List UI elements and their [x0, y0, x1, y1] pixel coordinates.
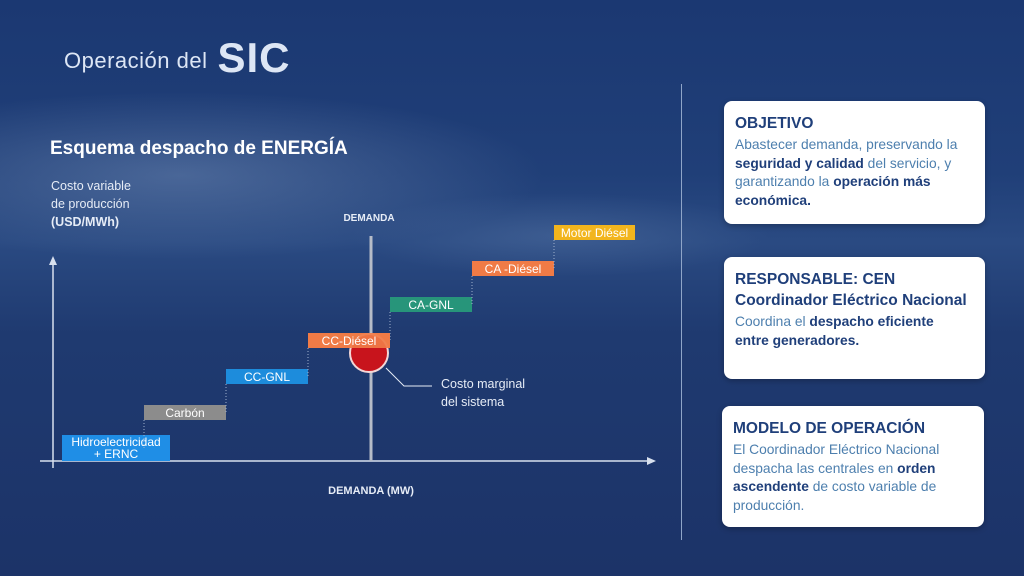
y-axis-label-line-2: de producción [51, 197, 130, 211]
card-body-text: El Coordinador Eléctrico Nacional despac… [733, 442, 940, 476]
card-body-emphasis: orden ascendente [733, 460, 936, 495]
demand-label: DEMANDA [343, 213, 394, 224]
card-body-emphasis: operación más económica. [735, 174, 931, 208]
card-body-text: del servicio, y garantizando la [735, 155, 952, 190]
marginal-cost-label: del sistema [441, 395, 504, 409]
y-axis-label: Costo variable de producción (USD/MWh) [51, 177, 131, 231]
step-label: CC-GNL [244, 370, 290, 384]
y-axis-arrow [49, 256, 57, 265]
step-bar [554, 225, 635, 240]
marginal-step-label: CC-Diésel [322, 334, 377, 348]
step-label: Hidroelectricidad [71, 435, 160, 449]
diagram-subtitle: Esquema despacho de ENERGÍA [50, 138, 348, 159]
marginal-leader-line [385, 367, 432, 387]
title-prefix: Operación del [64, 48, 208, 73]
card-body-emphasis: despacho eficiente entre generadores. [735, 314, 934, 348]
step-bar [390, 297, 472, 312]
dispatch-diagram: DEMANDA (MW) DEMANDA Hidroelectricidad+ … [40, 213, 656, 497]
card-body: Abastecer demanda, preservando la seguri… [735, 136, 971, 210]
card-heading-2: Coordinador Eléctrico Nacional [735, 292, 967, 309]
title-main: SIC [217, 34, 291, 81]
step-bar [226, 369, 308, 384]
vertical-divider [681, 84, 682, 540]
card-body-text: Abastecer demanda, preservando la [735, 137, 958, 152]
card-objetivo: OBJETIVO Abastecer demanda, preservando … [724, 101, 985, 224]
card-heading: MODELO DE OPERACIÓN [733, 420, 926, 437]
step-label: Motor Diésel [561, 226, 628, 240]
marginal-step-bar [308, 333, 390, 348]
y-axis-label-unit: (USD/MWh) [51, 215, 120, 229]
card-heading: OBJETIVO [735, 115, 814, 132]
card-body-emphasis: seguridad y calidad [735, 155, 864, 171]
step-bar [472, 261, 554, 276]
y-axis-label-line-1: Costo variable [51, 179, 131, 193]
card-body-text: de costo variable de producción. [733, 479, 937, 513]
step-bar [144, 405, 226, 420]
card-body: Coordina el despacho eficiente entre gen… [735, 313, 971, 350]
page-title: Operación del SIC [64, 34, 291, 82]
card-modelo: MODELO DE OPERACIÓN El Coordinador Eléct… [722, 406, 984, 527]
card-responsable: RESPONSABLE: CEN Coordinador Eléctrico N… [724, 257, 985, 379]
step-label: Carbón [165, 406, 204, 420]
card-body: El Coordinador Eléctrico Nacional despac… [733, 441, 970, 515]
x-axis-label: DEMANDA (MW) [328, 485, 414, 497]
step-label: CA -Diésel [485, 262, 542, 276]
step-label: + ERNC [94, 447, 139, 461]
card-body-text: Coordina el [735, 314, 810, 329]
marginal-cost-label: Costo marginal [441, 377, 525, 391]
x-axis-arrow [647, 457, 656, 465]
step-label: CA-GNL [408, 298, 454, 312]
card-heading: RESPONSABLE: CEN [735, 271, 896, 288]
step-bar [62, 435, 170, 461]
